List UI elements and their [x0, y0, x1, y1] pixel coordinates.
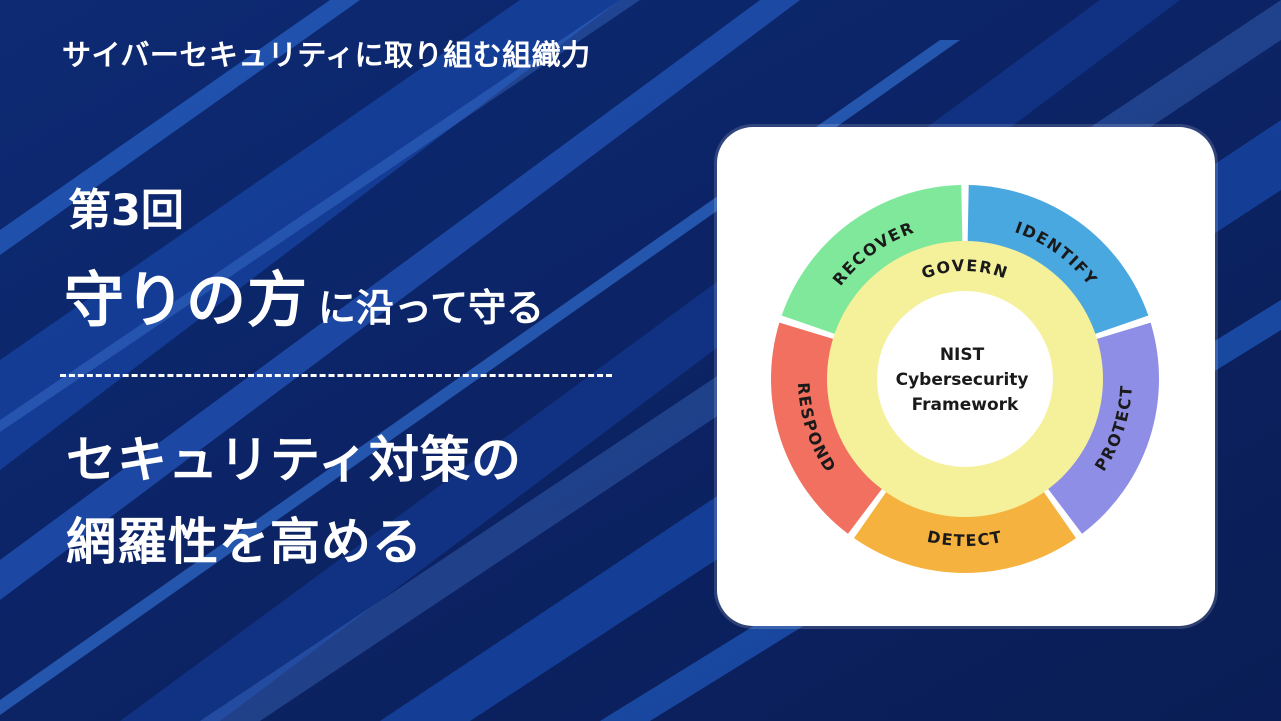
center-circle [877, 291, 1053, 467]
headline-main: 守りの方 [64, 266, 308, 336]
headline: 守りの方に沿って守る [64, 252, 544, 339]
segment-recover [781, 185, 963, 338]
segment-identify [967, 185, 1149, 338]
segment-protect [1042, 322, 1159, 534]
headline-suffix: に沿って守る [318, 286, 545, 330]
series-title: サイバーセキュリティに取り組む組織力 [62, 38, 591, 72]
label-detect: DETECT [926, 527, 1005, 550]
episode-label: 第3回 [68, 186, 184, 236]
center-line-1: NIST [940, 345, 985, 365]
subhead-line-2: 網羅性を高める [66, 513, 423, 571]
center-label: NIST Cybersecurity Framework [896, 345, 1035, 415]
segment-respond [771, 322, 888, 534]
center-line-2: Cybersecurity [896, 370, 1029, 390]
center-line-3: Framework [912, 395, 1019, 415]
subhead-line-1: セキュリティ対策の [66, 431, 522, 489]
nist-csf-wheel: NIST Cybersecurity Framework IDENTIFYPRO… [771, 185, 1159, 573]
segment-detect [854, 483, 1076, 573]
dashed-divider [60, 374, 612, 377]
